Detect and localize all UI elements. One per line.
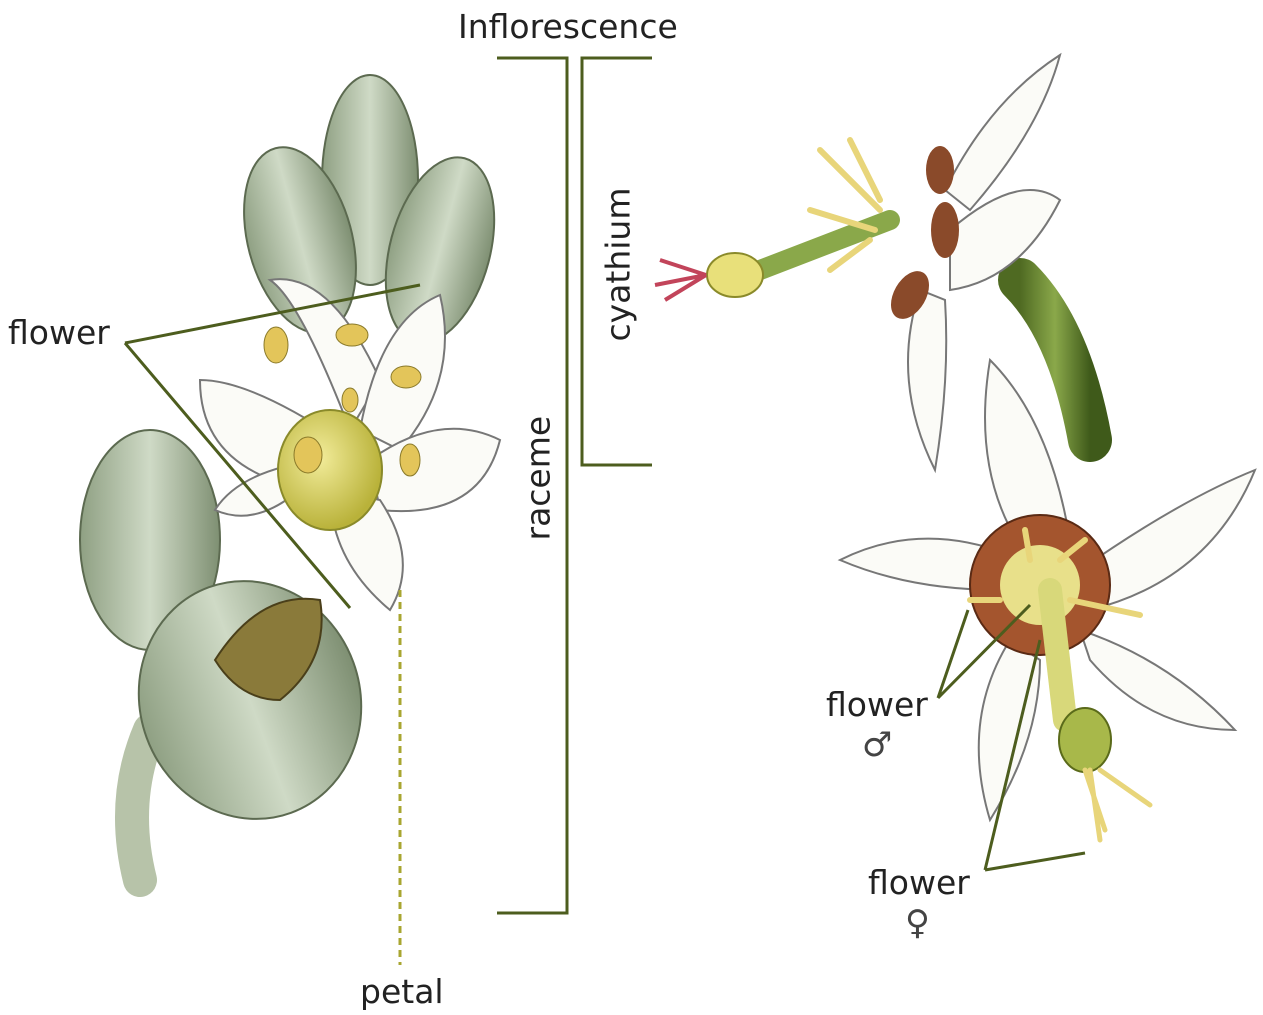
- male-symbol: ♂: [862, 728, 892, 762]
- inflorescence-label: Inflorescence: [458, 10, 678, 43]
- open-flower: [200, 279, 500, 610]
- cyathium-label: cyathium: [602, 192, 635, 342]
- flower-left-label: flower: [8, 316, 110, 349]
- female-flower-lower: [840, 360, 1255, 840]
- raceme-stem: [132, 730, 150, 880]
- flower-female-label: flower: [868, 866, 970, 899]
- female-symbol: ♀: [905, 906, 930, 940]
- petal-label: petal: [360, 975, 444, 1008]
- cyathium-illustration: [655, 55, 1255, 840]
- raceme-label: raceme: [522, 431, 555, 541]
- flower-male-label: flower: [826, 688, 928, 721]
- raceme-illustration: [80, 75, 513, 880]
